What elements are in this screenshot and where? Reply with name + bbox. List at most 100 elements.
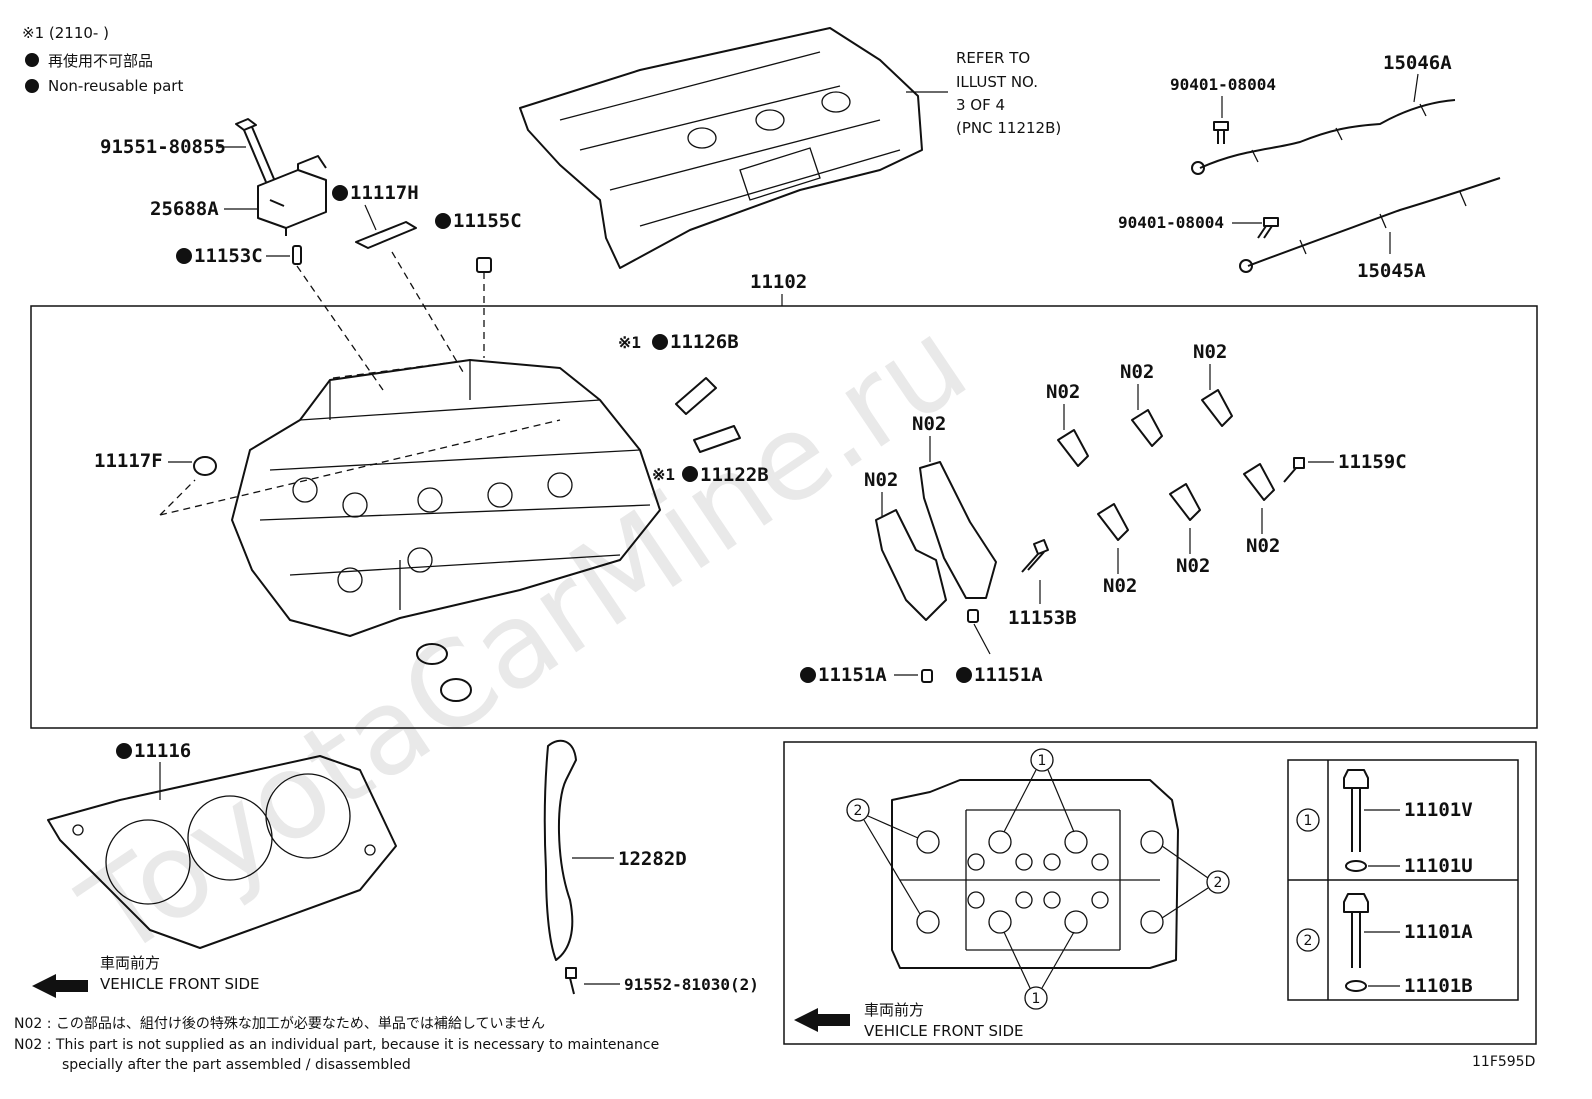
label-12282d: 12282D xyxy=(618,848,687,870)
pin-11153c-drawing xyxy=(292,245,302,265)
footnote-en-line1: N02 : This part is not supplied as an in… xyxy=(14,1037,659,1053)
label-91551-80855: 91551-80855 xyxy=(100,136,226,158)
seal-drawing xyxy=(416,643,448,665)
pin-11151a-drawing xyxy=(921,669,933,683)
callout-1-text: 1 xyxy=(1304,813,1313,829)
bolt-91551-80855-drawing xyxy=(235,118,275,183)
label-11101b: 11101B xyxy=(1404,975,1473,997)
label-90401-08004-a: 90401-08004 xyxy=(1170,75,1276,94)
chain-guide-12282d-drawing xyxy=(543,739,577,961)
ref-mark: ※1 (2110- ) xyxy=(22,24,109,42)
label-11151a-left: 11151A xyxy=(818,664,887,686)
front-side-en: VEHICLE FRONT SIDE xyxy=(864,1022,1024,1040)
callout-1-text: 1 xyxy=(1032,991,1041,1007)
label-11117f: 11117F xyxy=(94,450,163,472)
head-gasket-11116-drawing xyxy=(47,755,397,949)
non-reusable-dot-icon xyxy=(652,334,668,350)
bearing-cap-n02-drawing xyxy=(875,509,947,621)
label-n02: N02 xyxy=(864,469,898,491)
refer-note-line2: ILLUST NO. xyxy=(956,73,1038,91)
label-n02: N02 xyxy=(1103,575,1137,597)
callout-2-marker xyxy=(1206,870,1230,894)
bolt-11101a-drawing xyxy=(1343,893,1369,968)
callout-1-marker xyxy=(1024,986,1048,1010)
bolt-90401-08004-a-drawing xyxy=(1213,121,1229,144)
bolt-11159c-drawing xyxy=(1283,457,1305,483)
front-side-en: VEHICLE FRONT SIDE xyxy=(100,975,260,993)
label-n02: N02 xyxy=(1176,555,1210,577)
plug-11155c-drawing xyxy=(476,257,492,273)
label-11151a-right: 11151A xyxy=(974,664,1043,686)
label-11122b: 11122B xyxy=(700,464,769,486)
bearing-cap-n02-drawing xyxy=(1097,503,1129,541)
front-side-arrow-icon xyxy=(794,1008,850,1032)
non-reusable-dot-icon xyxy=(435,213,451,229)
front-side-arrow-icon xyxy=(32,974,88,998)
label-11101a: 11101A xyxy=(1404,921,1473,943)
label-n02: N02 xyxy=(1046,381,1080,403)
bearing-cap-n02-drawing xyxy=(1057,429,1089,467)
bearing-cap-n02-drawing xyxy=(1243,463,1275,501)
non-reusable-dot-icon xyxy=(800,667,816,683)
legend-jp: 再使用不可部品 xyxy=(48,52,153,70)
legend-en: Non-reusable part xyxy=(48,77,183,95)
valve-guide-11122b-drawing xyxy=(693,425,741,453)
label-25688a: 25688A xyxy=(150,198,219,220)
pin-11151a-drawing xyxy=(967,609,979,623)
plug-11117f-drawing xyxy=(193,456,217,476)
callout-2-text: 2 xyxy=(1304,933,1313,949)
label-11116: 11116 xyxy=(134,740,191,762)
bearing-cap-n02-drawing xyxy=(1169,483,1201,521)
ref-mark-11122b: ※1 xyxy=(652,465,675,484)
label-11101u: 11101U xyxy=(1404,855,1473,877)
label-n02: N02 xyxy=(1193,341,1227,363)
footnote-en-line2: specially after the part assembled / dis… xyxy=(62,1057,411,1073)
camshaft-housing-drawing xyxy=(519,27,923,269)
non-reusable-dot-icon xyxy=(956,667,972,683)
bearing-cap-n02-drawing xyxy=(919,461,997,599)
callout-1-text: 1 xyxy=(1038,753,1047,769)
label-11117h: 11117H xyxy=(350,182,419,204)
callout-2-text: 2 xyxy=(1214,875,1223,891)
label-11155c: 11155C xyxy=(453,210,522,232)
gasket-11117h-drawing xyxy=(355,221,417,249)
bearing-cap-n02-drawing xyxy=(1201,389,1233,427)
label-11101v: 11101V xyxy=(1404,799,1473,821)
refer-note-line3: 3 OF 4 xyxy=(956,96,1005,114)
label-15046a: 15046A xyxy=(1383,52,1452,74)
valve-guide-11126b-drawing xyxy=(675,377,717,415)
sensor-25688a-drawing xyxy=(257,155,327,236)
non-reusable-dot-icon xyxy=(332,185,348,201)
callout-2-text: 2 xyxy=(854,803,863,819)
label-11102: 11102 xyxy=(750,271,807,293)
non-reusable-dot-icon xyxy=(176,248,192,264)
cylinder-head-drawing xyxy=(231,359,661,637)
bolt-90401-08004-b-drawing xyxy=(1257,217,1279,239)
watermark: ToyotaCarMine.ru xyxy=(58,292,991,983)
label-n02: N02 xyxy=(912,413,946,435)
front-side-jp: 車両前方 xyxy=(100,954,160,972)
front-side-jp: 車両前方 xyxy=(864,1001,924,1019)
bearing-cap-n02-drawing xyxy=(1131,409,1163,447)
head-top-view-drawing xyxy=(891,779,1179,969)
non-reusable-dot-icon xyxy=(25,79,39,93)
non-reusable-dot-icon xyxy=(116,743,132,759)
callout-2-marker xyxy=(1296,928,1320,952)
label-n02: N02 xyxy=(1120,361,1154,383)
label-n02: N02 xyxy=(1246,535,1280,557)
figure-code: 11F595D xyxy=(1472,1054,1535,1070)
seal-drawing xyxy=(440,678,472,702)
label-11153c: 11153C xyxy=(194,245,263,267)
bolt-91552-81030-drawing xyxy=(565,967,577,995)
label-11159c: 11159C xyxy=(1338,451,1407,473)
callout-1-marker xyxy=(1296,808,1320,832)
footnote-jp: N02 : この部品は、組付け後の特殊な加工が必要なため、単品では補給していませ… xyxy=(14,1016,545,1032)
cylinder-head-assembly-frame xyxy=(30,305,1538,729)
label-15045a: 15045A xyxy=(1357,260,1426,282)
washer-11101u-drawing xyxy=(1345,860,1367,872)
label-90401-08004-b: 90401-08004 xyxy=(1118,213,1224,232)
wire-15045a-drawing xyxy=(1247,177,1501,267)
ref-mark-11126b: ※1 xyxy=(618,333,641,352)
callout-1-marker xyxy=(1030,748,1054,772)
